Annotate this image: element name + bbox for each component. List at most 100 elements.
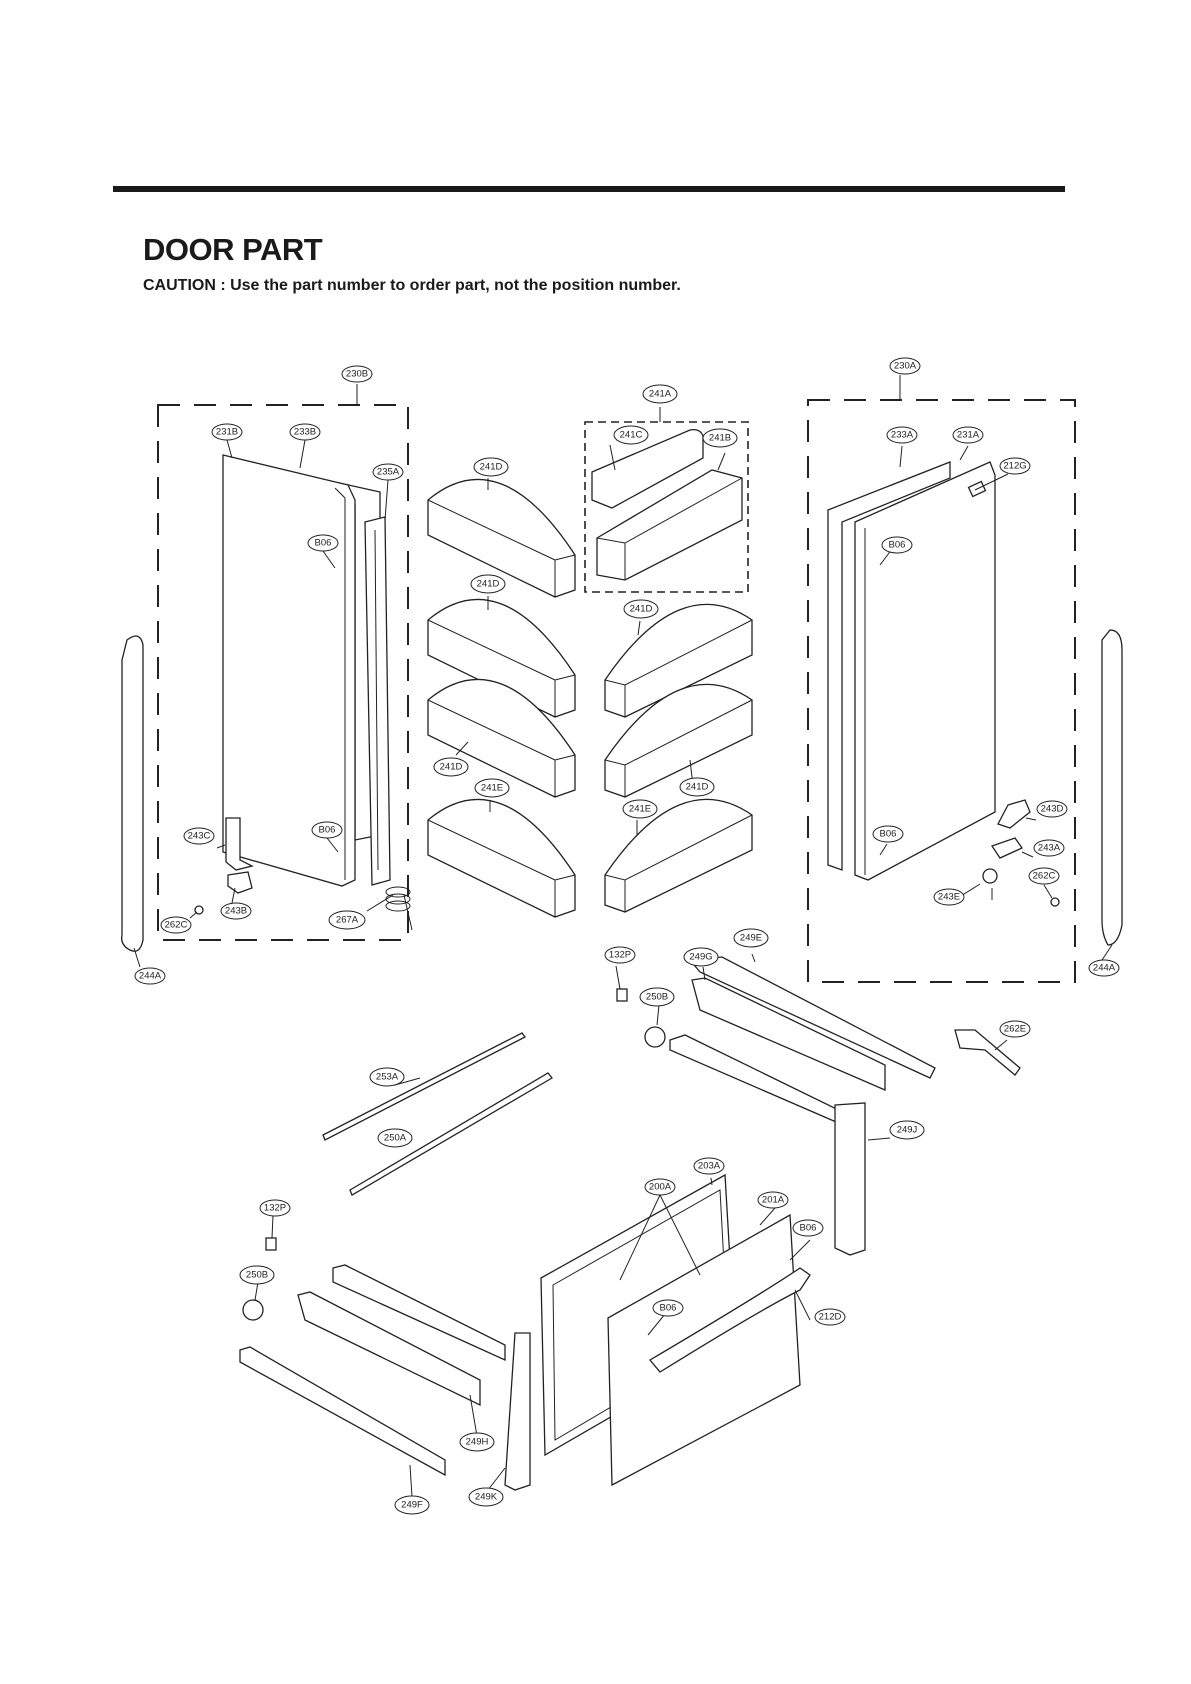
strip-250A <box>349 1072 553 1196</box>
callout-241A: 241A <box>642 384 678 404</box>
door-bins <box>427 478 753 918</box>
page-title: DOOR PART <box>143 232 323 267</box>
svg-text:249K: 249K <box>475 1492 498 1503</box>
side-rail-249J <box>834 1102 866 1256</box>
callout-B06-a: B06 <box>307 534 339 552</box>
svg-text:241E: 241E <box>481 783 503 794</box>
callout-241B: 241B <box>702 428 738 448</box>
callout-B06-d: B06 <box>872 825 904 843</box>
bin-assembly-241A-box <box>584 421 749 593</box>
left-door-panel <box>222 454 356 887</box>
callout-250B-lower: 250B <box>239 1265 275 1285</box>
washer-262C-right <box>1050 897 1060 907</box>
frame-249G <box>691 977 886 1091</box>
rail-249F <box>239 1346 446 1477</box>
callout-212G: 212G <box>999 457 1031 475</box>
callout-249J: 249J <box>889 1120 925 1140</box>
svg-text:B06: B06 <box>889 540 906 551</box>
svg-text:243D: 243D <box>1041 804 1064 815</box>
svg-text:249J: 249J <box>897 1125 918 1136</box>
right-door-group-box <box>807 399 1076 983</box>
callout-B06-c: B06 <box>881 536 913 554</box>
svg-text:244A: 244A <box>1093 963 1116 974</box>
callout-241E-1: 241E <box>474 778 510 798</box>
callout-243B: 243B <box>220 902 252 920</box>
svg-text:231A: 231A <box>957 430 980 441</box>
svg-text:250B: 250B <box>246 1270 268 1281</box>
header-rule <box>113 186 1065 192</box>
washer-243E <box>982 868 998 884</box>
svg-text:243B: 243B <box>225 906 247 917</box>
frame-249H <box>297 1291 481 1407</box>
svg-text:241C: 241C <box>620 430 643 441</box>
callout-231B: 231B <box>211 423 243 441</box>
svg-text:249H: 249H <box>466 1437 489 1448</box>
svg-text:B06: B06 <box>800 1223 817 1234</box>
callout-230A: 230A <box>889 357 921 375</box>
callout-235A: 235A <box>372 463 404 481</box>
callout-250B-upper: 250B <box>639 987 675 1007</box>
svg-text:241D: 241D <box>440 762 463 773</box>
svg-text:233A: 233A <box>891 430 914 441</box>
left-door-edge <box>334 487 346 880</box>
svg-text:250A: 250A <box>384 1133 407 1144</box>
callout-249G: 249G <box>683 947 719 967</box>
drawer-door-201A <box>607 1213 801 1487</box>
svg-text:241E: 241E <box>629 804 651 815</box>
callout-212D: 212D <box>814 1308 846 1326</box>
svg-text:241D: 241D <box>630 604 653 615</box>
svg-text:241D: 241D <box>686 782 709 793</box>
callout-B06-f: B06 <box>652 1299 684 1317</box>
strip-253A <box>322 1032 526 1141</box>
svg-text:B06: B06 <box>880 829 897 840</box>
hinge-243C <box>225 817 254 871</box>
bin-241B <box>596 469 743 581</box>
callout-249H: 249H <box>459 1432 495 1452</box>
callout-262C-right: 262C <box>1028 867 1060 885</box>
svg-text:212G: 212G <box>1003 461 1026 472</box>
callout-241C: 241C <box>613 425 649 445</box>
svg-text:249F: 249F <box>401 1500 423 1511</box>
callout-203A: 203A <box>693 1157 725 1175</box>
part-132P-upper <box>616 988 628 1002</box>
callout-249E: 249E <box>733 928 769 948</box>
gear-250B-upper <box>644 1026 666 1048</box>
callout-132P-upper: 132P <box>604 946 636 964</box>
callout-249K: 249K <box>468 1487 504 1507</box>
svg-text:244A: 244A <box>139 971 162 982</box>
bin-241B-edge <box>596 477 743 580</box>
svg-text:243E: 243E <box>938 892 960 903</box>
svg-text:233B: 233B <box>294 427 316 438</box>
callout-B06-b: B06 <box>311 821 343 839</box>
svg-text:262E: 262E <box>1004 1024 1026 1035</box>
callout-231A: 231A <box>952 426 984 444</box>
svg-text:243C: 243C <box>188 831 211 842</box>
svg-text:230A: 230A <box>894 361 917 372</box>
wrench-262E <box>954 1029 1021 1076</box>
svg-text:243A: 243A <box>1038 843 1061 854</box>
svg-text:262C: 262C <box>165 920 188 931</box>
left-frame-line <box>374 529 379 871</box>
callout-230B: 230B <box>341 365 373 383</box>
svg-text:230B: 230B <box>346 369 368 380</box>
svg-text:250B: 250B <box>646 992 668 1003</box>
callout-241D-5: 241D <box>679 777 715 797</box>
door-spring-267A <box>385 886 413 931</box>
left-door-group-box <box>157 404 409 941</box>
callout-132P-lower: 132P <box>259 1199 291 1217</box>
bracket-lower <box>332 1264 506 1362</box>
callout-253A: 253A <box>369 1067 405 1087</box>
svg-text:249G: 249G <box>689 952 712 963</box>
callout-201A: 201A <box>757 1191 789 1209</box>
svg-text:201A: 201A <box>762 1195 785 1206</box>
hinge-243A <box>990 837 1023 859</box>
callout-B06-e: B06 <box>792 1219 824 1237</box>
svg-text:235A: 235A <box>377 467 400 478</box>
svg-text:262C: 262C <box>1033 871 1056 882</box>
svg-text:241B: 241B <box>709 433 731 444</box>
left-handle <box>121 635 144 952</box>
hinge-243D <box>997 799 1031 829</box>
right-handle <box>1101 629 1123 946</box>
callout-243C: 243C <box>183 827 215 845</box>
